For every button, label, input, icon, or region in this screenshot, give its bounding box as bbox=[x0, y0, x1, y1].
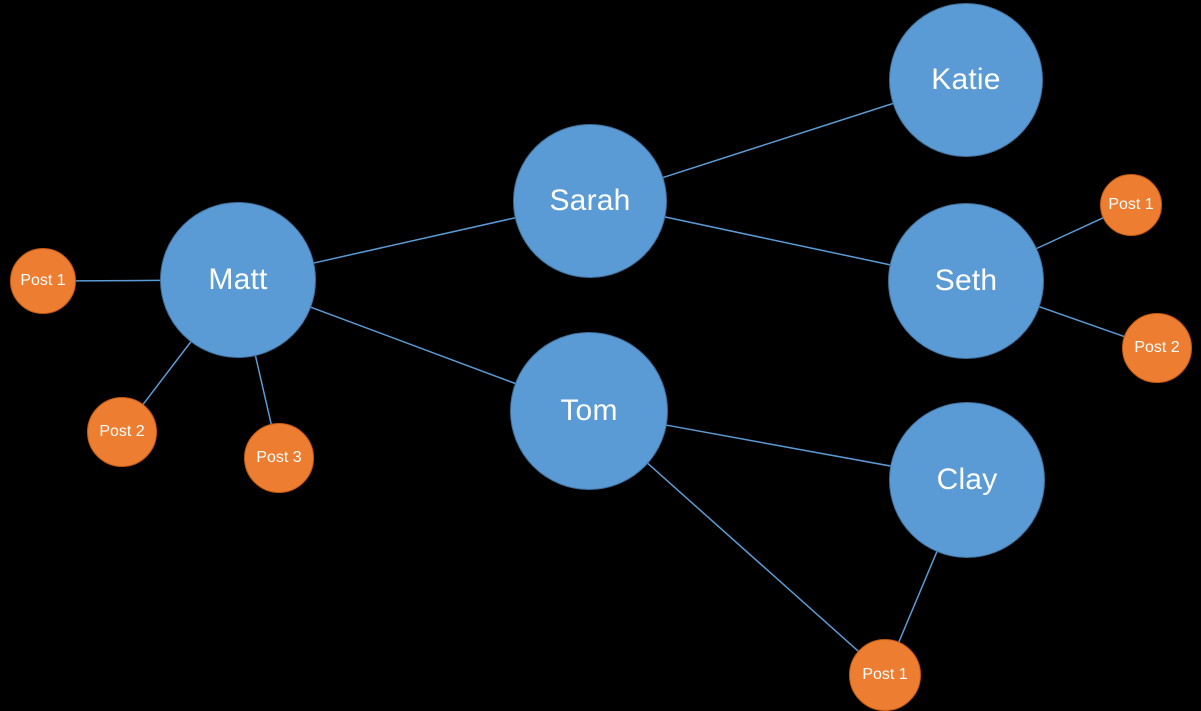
graph-edge bbox=[665, 424, 892, 467]
graph-node-label: Post 2 bbox=[99, 423, 145, 440]
graph-node-sarah[interactable]: Sarah bbox=[513, 124, 667, 278]
graph-node-clay[interactable]: Clay bbox=[889, 402, 1045, 558]
graph-edge bbox=[1038, 306, 1125, 338]
graph-node-label: Sarah bbox=[549, 184, 631, 217]
graph-edge bbox=[647, 462, 859, 652]
graph-node-label: Tom bbox=[560, 394, 618, 427]
graph-edge bbox=[313, 217, 516, 264]
graph-node-katie[interactable]: Katie bbox=[889, 3, 1043, 157]
graph-node-matt_post3[interactable]: Post 3 bbox=[244, 423, 314, 493]
graph-edge bbox=[254, 355, 272, 425]
graph-edge bbox=[664, 216, 891, 266]
graph-node-matt[interactable]: Matt bbox=[160, 202, 316, 358]
graph-node-matt_post1[interactable]: Post 1 bbox=[10, 248, 76, 314]
graph-node-tom[interactable]: Tom bbox=[510, 332, 668, 490]
graph-node-label: Post 2 bbox=[1134, 339, 1180, 356]
graph-node-seth_post1[interactable]: Post 1 bbox=[1100, 174, 1162, 236]
graph-node-matt_post2[interactable]: Post 2 bbox=[87, 397, 157, 467]
graph-node-label: Katie bbox=[931, 63, 1001, 96]
graph-node-label: Post 1 bbox=[862, 666, 908, 683]
graph-node-label: Post 1 bbox=[20, 272, 66, 289]
graph-edge bbox=[310, 306, 516, 385]
graph-node-label: Seth bbox=[934, 264, 998, 297]
graph-node-seth_post2[interactable]: Post 2 bbox=[1122, 313, 1192, 383]
graph-edge bbox=[898, 551, 938, 643]
graph-node-label: Post 1 bbox=[1108, 196, 1154, 213]
graph-node-label: Clay bbox=[936, 463, 998, 496]
graph-node-seth[interactable]: Seth bbox=[888, 203, 1044, 359]
graph-node-label: Matt bbox=[208, 263, 268, 296]
graph-edge bbox=[1036, 217, 1104, 250]
graph-node-shared_post1[interactable]: Post 1 bbox=[849, 639, 921, 711]
graph-node-label: Post 3 bbox=[256, 449, 302, 466]
graph-edge bbox=[662, 102, 894, 179]
graph-edge bbox=[142, 341, 192, 405]
